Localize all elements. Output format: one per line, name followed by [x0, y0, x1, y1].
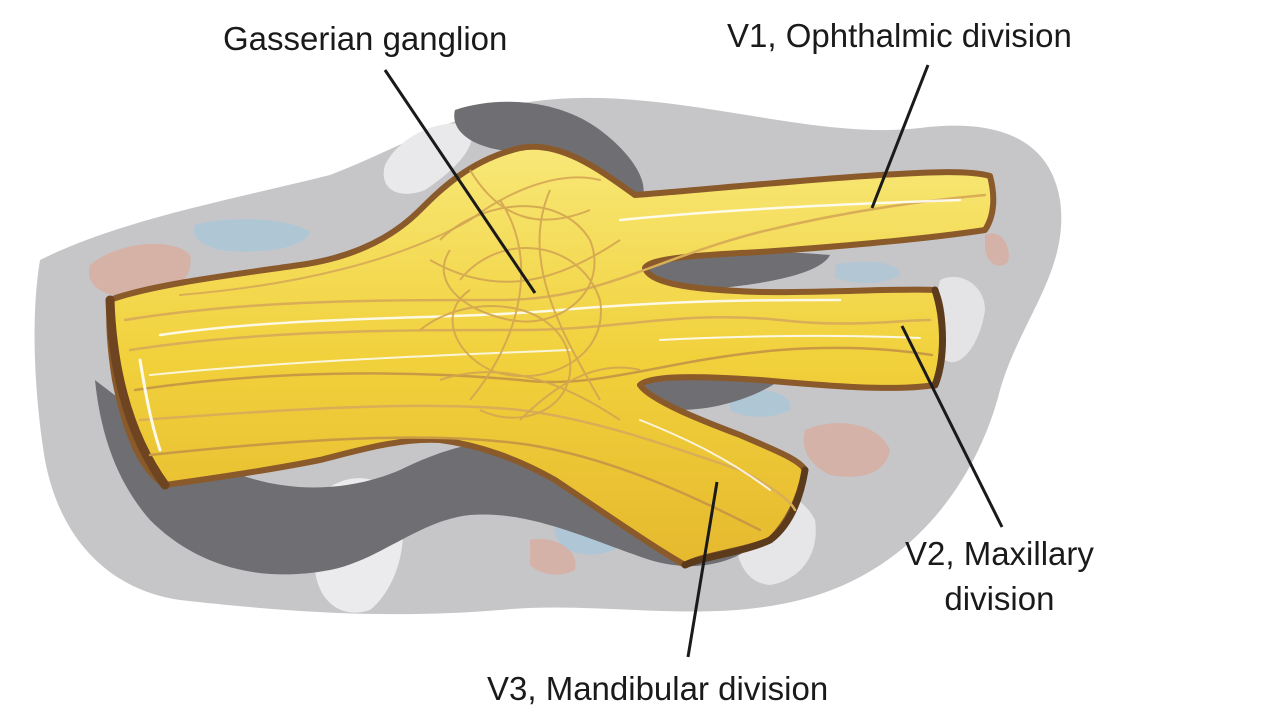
nerve-outline-accent [681, 466, 809, 569]
pointer-line-ganglion [383, 69, 537, 294]
tissue-patch [936, 276, 985, 363]
label-v3-mandibular: V3, Mandibular division [487, 670, 829, 707]
pointer-line-v3 [686, 481, 719, 658]
tissue-patch [383, 123, 473, 194]
pointer-line-v1 [870, 64, 930, 209]
nerve-outline-accent [105, 295, 170, 490]
tissue-patch-pink [803, 422, 890, 477]
label-v2-line-2: division [944, 579, 1055, 617]
label-gasserian-ganglion: Gasserian ganglion [223, 20, 508, 57]
tissue-patch-blue [193, 219, 310, 252]
tissue-patch-pink [530, 539, 576, 575]
label-v2-line-1: V2, Maxillary [905, 535, 1094, 572]
tissue-patch-pink [985, 233, 1009, 266]
tissue-patch-blue [835, 261, 900, 283]
nerve-shadow [640, 251, 830, 290]
nerve-shadow [95, 380, 760, 575]
label-v2-maxillary: V2, Maxillary division [905, 532, 1094, 621]
nerve-outline-accent [931, 286, 946, 389]
label-v1-ophthalmic: V1, Ophthalmic division [727, 17, 1072, 54]
pointer-line-v2 [900, 325, 1004, 528]
ganglion-fiber-tangle [419, 169, 641, 421]
nerve-shadow [640, 373, 780, 410]
